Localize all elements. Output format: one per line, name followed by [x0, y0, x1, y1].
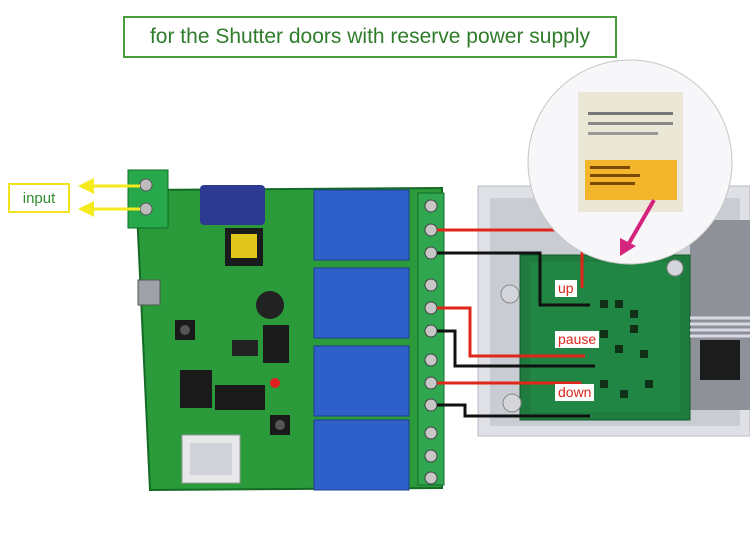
wire-down-black — [437, 403, 590, 418]
up-label: up — [555, 280, 577, 297]
wire-pause-black — [437, 329, 595, 368]
relay-block — [313, 189, 410, 491]
label-zoom — [527, 59, 733, 265]
input-label: input — [22, 189, 56, 207]
input-label-box: input — [8, 183, 70, 213]
down-label: down — [555, 384, 595, 401]
input-arrows — [78, 178, 140, 217]
pause-label: pause — [555, 331, 600, 348]
relay-4 — [313, 419, 410, 491]
title-frame: for the Shutter doors with reserve power… — [123, 16, 617, 58]
wire-up-black — [437, 251, 590, 307]
page-title: for the Shutter doors with reserve power… — [149, 25, 591, 48]
relay-3 — [313, 345, 410, 417]
relay-terminals — [417, 192, 445, 486]
relay-1 — [313, 189, 410, 261]
wire-pause-red — [437, 306, 585, 358]
relay-2 — [313, 267, 410, 339]
